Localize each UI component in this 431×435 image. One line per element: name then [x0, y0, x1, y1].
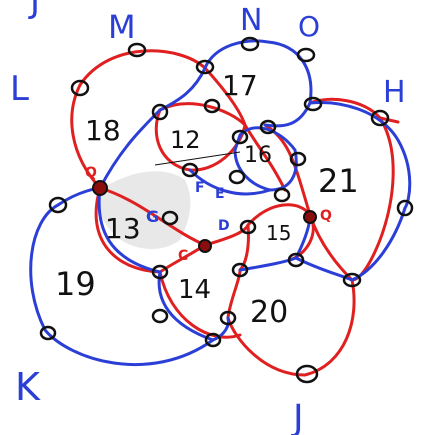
- crossing-marker: [228, 169, 246, 185]
- label-k: K: [15, 365, 41, 409]
- crossing-marker: [219, 310, 237, 326]
- crossing-marker: [295, 364, 319, 384]
- region-21: 21: [318, 162, 359, 200]
- crossing-marker: [151, 308, 169, 324]
- blue-left-big: [29, 203, 215, 367]
- crossing-marker: [287, 252, 305, 268]
- label-g: G: [146, 207, 159, 226]
- crossing-marker: [240, 36, 260, 52]
- crossing-marker: [303, 96, 323, 112]
- red-left-arc: [98, 186, 207, 247]
- crossing-marker: [161, 210, 179, 226]
- thin-connector: [154, 151, 241, 166]
- crossing-marker: [259, 119, 277, 135]
- red-mid-right: [263, 123, 354, 282]
- crossing-marker: [273, 187, 291, 203]
- crossing-marker: [151, 264, 169, 280]
- point-labels: Q Q F E G D C: [85, 165, 332, 264]
- crossing-marker: [296, 47, 316, 63]
- q-dot-right: [303, 210, 317, 224]
- region-14: 14: [178, 275, 211, 305]
- blue-right: [308, 101, 412, 210]
- special-dots: [92, 180, 317, 253]
- crossing-marker: [342, 272, 362, 288]
- region-13: 13: [105, 212, 141, 245]
- label-f: F: [195, 180, 205, 196]
- crossing-marker: [39, 325, 57, 341]
- blue-17-loop: [203, 39, 313, 128]
- region-12: 12: [170, 126, 201, 154]
- label-q-left: Q: [85, 165, 97, 181]
- crossing-marker: [181, 162, 199, 178]
- red-center: [203, 224, 250, 272]
- crossing-marker: [48, 196, 68, 214]
- label-n: N: [240, 3, 262, 38]
- label-m: M: [108, 8, 136, 46]
- label-l: L: [10, 69, 29, 109]
- crossing-marker: [151, 103, 169, 121]
- label-h: H: [383, 75, 406, 110]
- outer-labels: J M N O L H K J: [10, 0, 406, 435]
- region-20: 20: [250, 295, 288, 330]
- crossing-marker: [204, 332, 222, 348]
- blue-13-loop: [97, 186, 162, 274]
- crossing-marker: [231, 129, 249, 145]
- c-dot: [198, 239, 212, 253]
- red-top-connect: [203, 66, 247, 127]
- crossing-markers: [39, 36, 414, 384]
- label-o: O: [298, 10, 320, 43]
- label-top-left-cut: J: [28, 0, 40, 21]
- label-j: J: [291, 398, 304, 435]
- label-d: D: [218, 218, 230, 234]
- region-17: 17: [222, 69, 258, 102]
- blue-inner: [98, 66, 207, 190]
- label-q-right: Q: [320, 208, 332, 224]
- crossing-marker: [370, 109, 390, 127]
- region-16: 16: [244, 143, 272, 168]
- region-19: 19: [55, 265, 96, 303]
- crossing-marker: [195, 59, 215, 75]
- blue-center-arc: [188, 168, 272, 196]
- crossing-marker: [70, 79, 90, 97]
- region-labels: 17 18 12 16 21 13 15 19 14 20: [55, 69, 359, 330]
- crossing-marker: [396, 199, 414, 217]
- label-e: E: [215, 186, 225, 202]
- crossing-marker: [231, 262, 249, 278]
- crossing-marker: [239, 219, 257, 235]
- crossing-marker: [289, 151, 307, 167]
- red-20-loop: [226, 278, 356, 377]
- crossing-marker: [127, 42, 147, 58]
- red-bottom-curve: [226, 268, 242, 320]
- q-dot-left: [92, 180, 108, 196]
- crossing-marker: [203, 98, 221, 114]
- label-c: C: [178, 248, 188, 264]
- region-15: 15: [266, 221, 291, 245]
- region-18: 18: [85, 114, 121, 147]
